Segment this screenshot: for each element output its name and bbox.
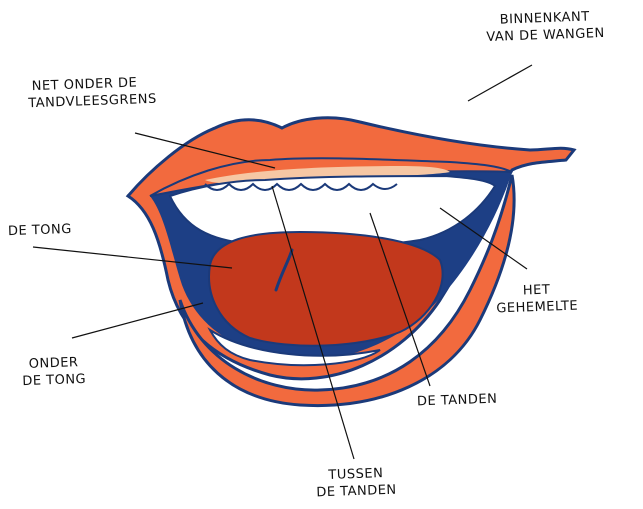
leader-inner-cheeks: [468, 65, 532, 101]
label-line: DE TONG: [22, 371, 86, 390]
label-tongue: DE TONG: [8, 221, 72, 240]
label-below-gumline: NET ONDER DE TANDVLEESGRENS: [27, 74, 157, 112]
tongue: [209, 232, 443, 346]
label-line: DE TANDEN: [316, 482, 397, 502]
label-under-tongue: ONDER DE TONG: [21, 354, 86, 390]
label-teeth: DE TANDEN: [417, 391, 498, 411]
label-line: DE TONG: [8, 221, 72, 240]
label-line: DE TANDEN: [417, 391, 498, 411]
label-inner-cheeks: BINNENKANT VAN DE WANGEN: [485, 8, 605, 46]
label-between-teeth: TUSSEN DE TANDEN: [315, 465, 396, 502]
label-palate: HET GEHEMELTE: [495, 281, 578, 318]
label-line: GEHEMELTE: [496, 298, 578, 318]
